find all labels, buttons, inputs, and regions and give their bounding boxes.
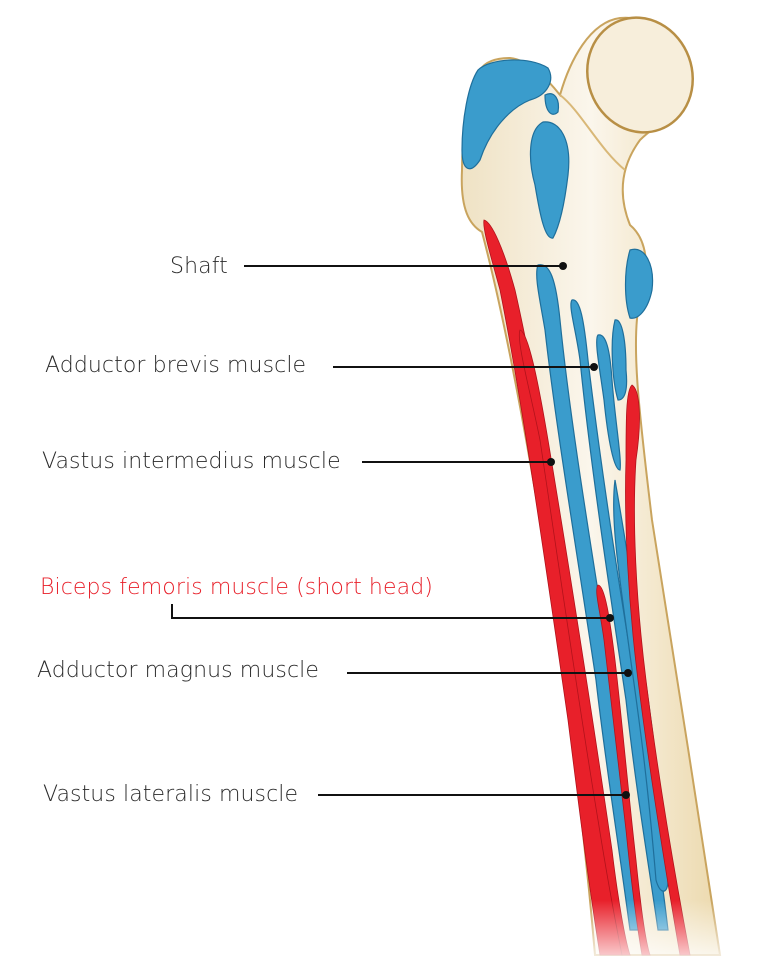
bottom-fade bbox=[560, 900, 768, 973]
label-adductor-brevis: Adductor brevis muscle bbox=[45, 353, 307, 378]
label-shaft: Shaft bbox=[170, 254, 228, 279]
leader-dots bbox=[547, 262, 632, 799]
leader-lines bbox=[171, 265, 628, 796]
label-adductor-magnus: Adductor magnus muscle bbox=[37, 658, 319, 683]
origin-areas bbox=[483, 219, 691, 956]
label-vastus-intermedius: Vastus intermedius muscle bbox=[42, 449, 341, 474]
label-biceps-femoris-short-head: Biceps femoris muscle (short head) bbox=[40, 575, 433, 600]
label-vastus-lateralis: Vastus lateralis muscle bbox=[43, 782, 299, 807]
leader-line-biceps-femoris bbox=[171, 604, 610, 619]
femur-bone bbox=[460, 16, 722, 956]
